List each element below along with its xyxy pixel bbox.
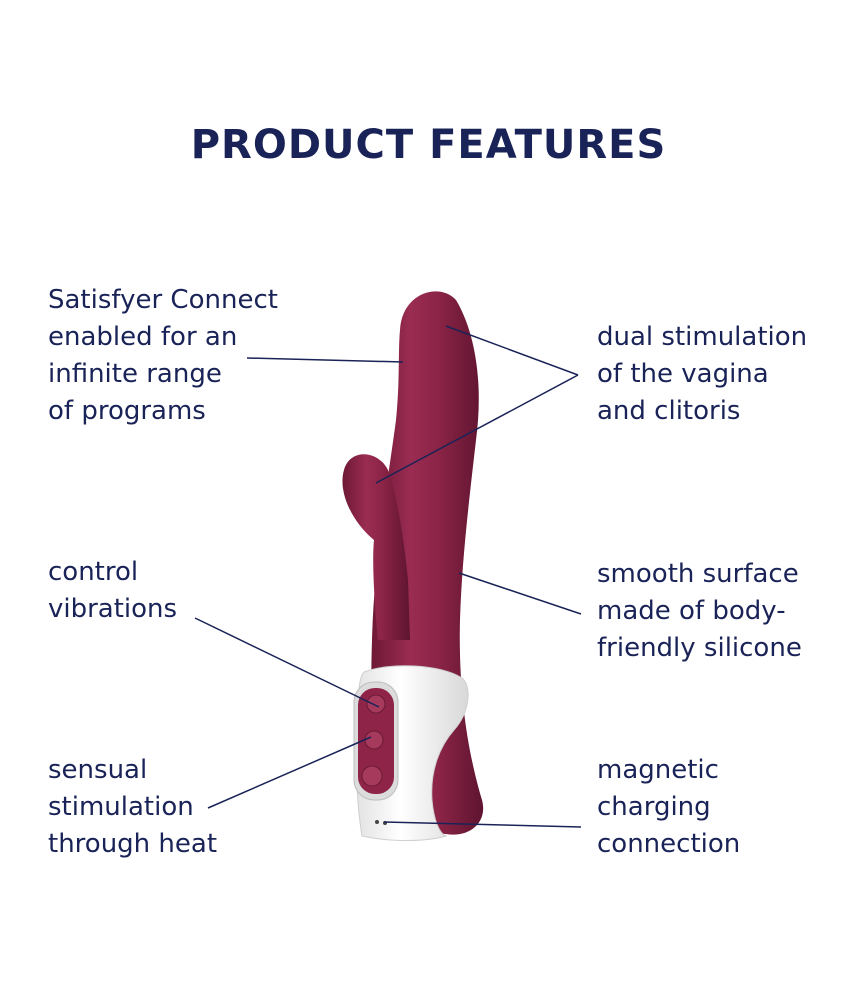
feature-line: made of body- [597,596,786,626]
feature-control-vibrations: control vibrations [48,554,177,628]
feature-line: of programs [48,396,206,426]
feature-line: and clitoris [597,396,741,426]
leader-lines [194,325,582,828]
feature-line: Satisfyer Connect [48,285,278,315]
feature-line: vibrations [48,594,178,624]
feature-line: friendly silicone [597,633,802,663]
feature-line: connection [597,829,741,859]
button-plus [366,694,386,714]
feature-magnetic-charging: magnetic charging connection [597,752,740,863]
button-mode [364,730,384,750]
feature-line: through heat [48,829,218,859]
feature-line: control [48,557,139,587]
feature-line: enabled for an [48,322,238,352]
feature-line: infinite range [48,359,222,389]
feature-line: magnetic [597,755,719,785]
feature-dual-stimulation: dual stimulation of the vagina and clito… [597,319,807,430]
button-power [361,765,383,787]
product-clitoral-arm [342,454,410,640]
feature-line: of the vagina [597,359,769,389]
feature-line: stimulation [48,792,194,822]
feature-line: charging [597,792,711,822]
charging-contact [375,820,379,824]
page-title: PRODUCT FEATURES [190,122,667,168]
feature-smooth-surface: smooth surface made of body- friendly si… [597,556,802,667]
feature-line: sensual [48,755,148,785]
feature-heat: sensual stimulation through heat [48,752,217,863]
feature-line: smooth surface [597,559,799,589]
feature-connect: Satisfyer Connect enabled for an infinit… [48,282,278,430]
feature-line: dual stimulation [597,322,808,352]
